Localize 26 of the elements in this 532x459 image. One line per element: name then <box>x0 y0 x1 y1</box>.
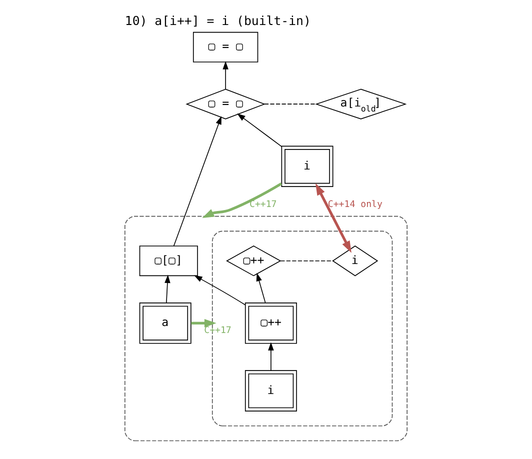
arrow <box>191 318 216 328</box>
node-box: ▢[▢] <box>139 246 198 276</box>
node-diamond: i <box>332 246 378 276</box>
arrow <box>194 275 246 306</box>
node-diamond: ▢++ <box>226 246 282 276</box>
edge-label: C++14 only <box>328 200 382 210</box>
cluster <box>124 216 408 442</box>
diagram-title: 10) a[i++] = i (built-in) <box>124 14 311 28</box>
node-box: i <box>244 370 297 412</box>
node-box: i <box>281 146 334 187</box>
node-box: a <box>139 302 192 344</box>
node-diamond: a[i$_{old}$] <box>315 88 407 120</box>
arrow <box>316 183 352 253</box>
node-box: ▢ = ▢ <box>192 32 258 62</box>
node-box: ▢++ <box>244 302 297 344</box>
node-diamond: ▢ = ▢ <box>186 88 266 120</box>
edge-label: C++17 <box>249 200 277 210</box>
arrow <box>202 182 282 218</box>
connector <box>280 260 334 262</box>
arrow <box>222 61 228 90</box>
arrow <box>164 274 170 304</box>
edge-label: C++17 <box>204 326 232 336</box>
arrow <box>237 113 282 147</box>
arrow <box>256 272 266 304</box>
arrow <box>173 116 222 246</box>
arrow <box>268 342 274 371</box>
